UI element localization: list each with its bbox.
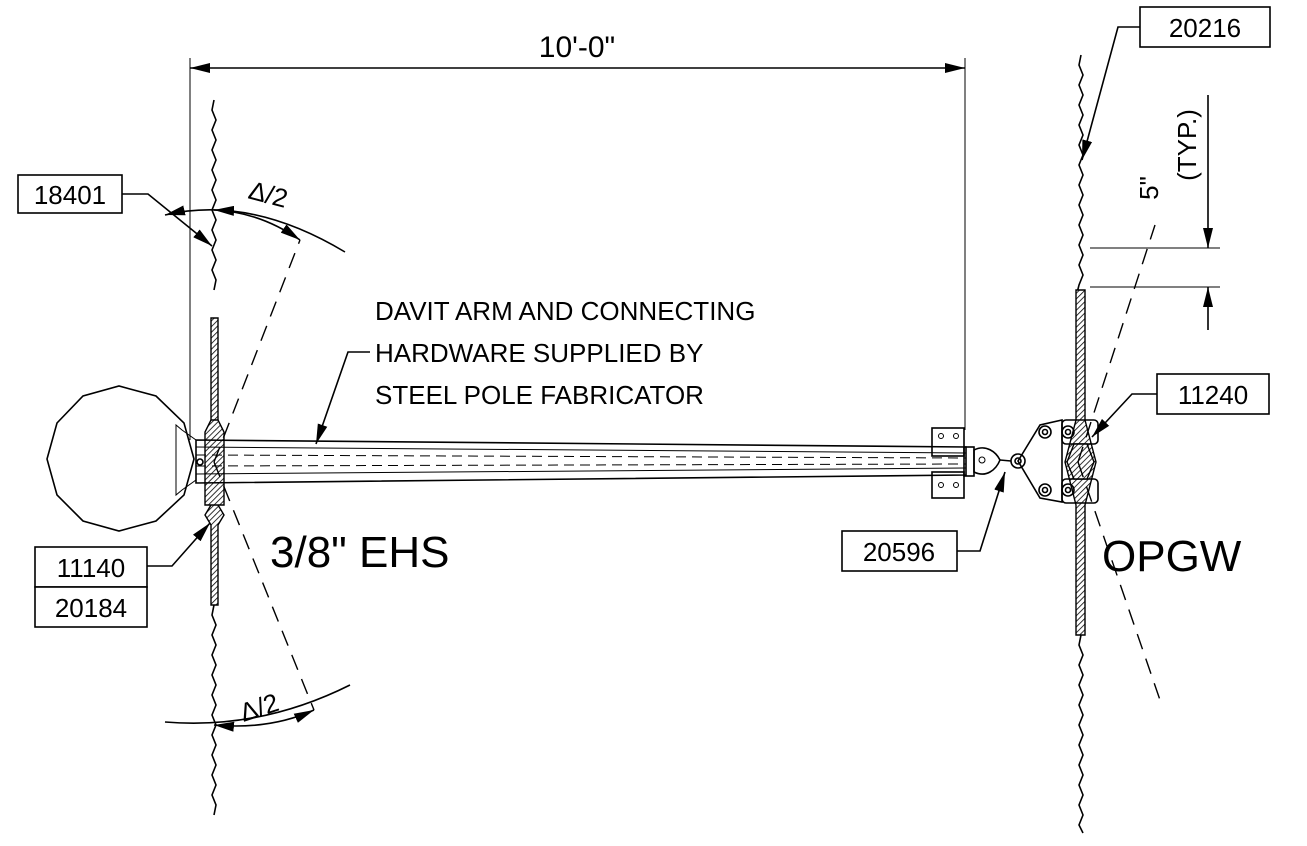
angle-lines (213, 224, 1161, 711)
arm-end-plate (931, 427, 975, 499)
angle-dimension-upper: Δ/2 (164, 175, 346, 253)
callout-20184-label: 20184 (55, 593, 127, 623)
note-line-3: STEEL POLE FABRICATOR (375, 380, 704, 410)
callout-11240-label: 11240 (1178, 380, 1248, 410)
callout-20216: 20216 (1081, 6, 1271, 161)
davit-arm (195, 439, 967, 484)
right-clamp-11240 (1017, 418, 1099, 504)
span-dimension: 10'-0" (189, 31, 966, 440)
callout-20596-label: 20596 (863, 537, 935, 567)
note-line-1: DAVIT ARM AND CONNECTING (375, 296, 755, 326)
typ-dimension: 5" (TYP.) (1090, 95, 1220, 330)
typ-secondary-label: (TYP.) (1172, 109, 1202, 181)
callout-20596: 20596 (841, 471, 1006, 572)
angle-upper-label: Δ/2 (246, 175, 291, 214)
angle-dimension-lower: Δ/2 (164, 684, 351, 732)
right-conductor-wire (1076, 54, 1084, 834)
steel-pole (46, 385, 204, 532)
note-line-2: HARDWARE SUPPLIED BY (375, 338, 703, 368)
left-wire-label: 3/8" EHS (270, 528, 449, 577)
callout-20216-label: 20216 (1169, 13, 1241, 43)
callout-18401: 18401 (17, 174, 213, 247)
span-dimension-label: 10'-0" (539, 31, 615, 64)
callout-11140: 11140 (34, 522, 211, 588)
connecting-hardware-20596 (973, 447, 1026, 475)
fabricator-note: DAVIT ARM AND CONNECTING HARDWARE SUPPLI… (315, 296, 755, 445)
callout-11240: 11240 (1091, 373, 1270, 438)
callout-18401-label: 18401 (34, 180, 106, 210)
callout-20184: 20184 (34, 586, 148, 628)
callout-11140-label: 11140 (57, 553, 125, 583)
typ-primary-label: 5" (1134, 176, 1164, 200)
right-wire-label: OPGW (1102, 532, 1242, 581)
